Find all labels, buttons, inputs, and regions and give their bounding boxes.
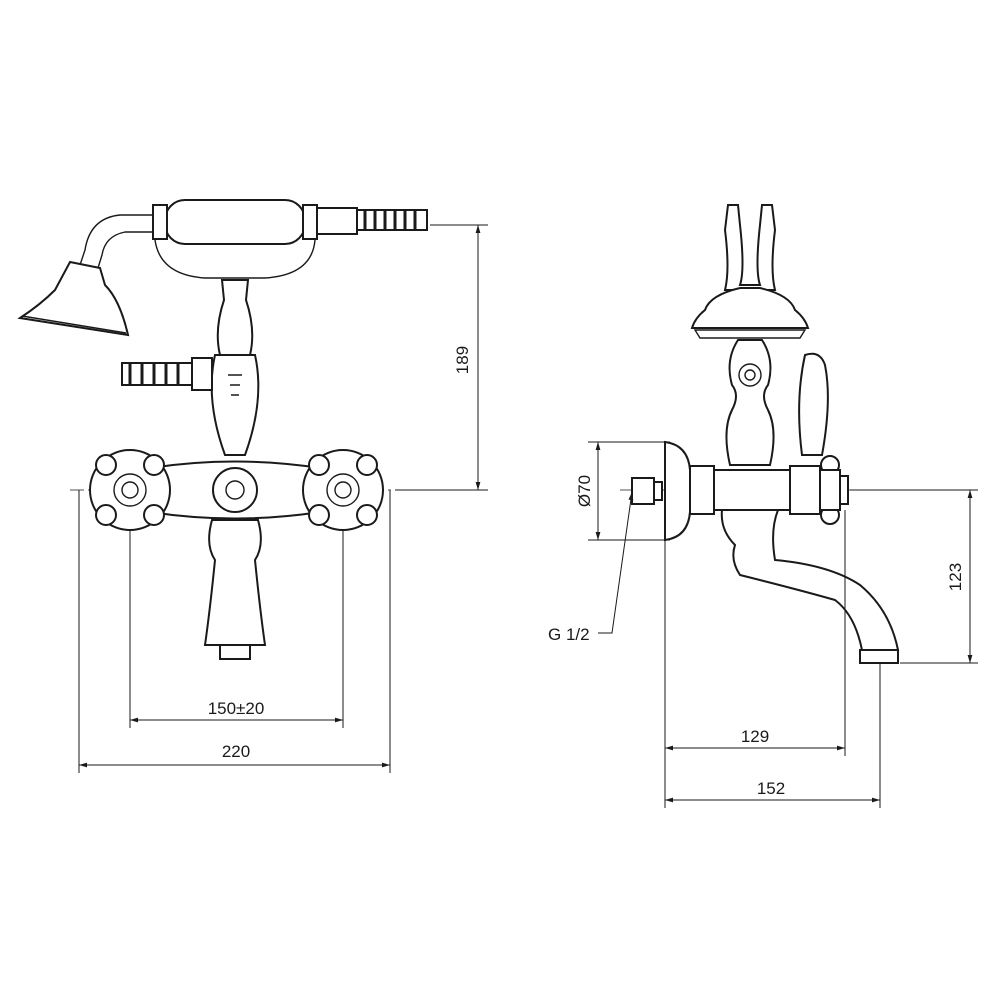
body-side — [713, 469, 791, 511]
wall-plate-side — [664, 440, 691, 542]
shower-head-side — [690, 287, 810, 329]
spout-front — [203, 519, 267, 646]
dim-189: 189 — [453, 346, 472, 374]
dim-220: 220 — [222, 742, 250, 761]
side-view: Ø70 G 1/2 123 129 152 — [548, 204, 978, 808]
cradle-stem — [210, 279, 260, 456]
thread-label: G 1/2 — [548, 625, 590, 644]
stem-side — [725, 339, 775, 466]
dim-152: 152 — [757, 779, 785, 798]
hose-ribbed — [356, 209, 428, 231]
cradle-side — [723, 204, 777, 291]
front-view: 189 150±20 220 — [17, 199, 488, 773]
hex-nut — [689, 465, 715, 515]
shower-head — [17, 214, 160, 337]
dim-diameter-70: Ø70 — [575, 475, 594, 507]
dim-123: 123 — [946, 563, 965, 591]
diverter-knob — [212, 467, 258, 513]
lever-handle — [798, 352, 829, 456]
handle-left — [89, 449, 171, 531]
shower-handle — [152, 199, 428, 279]
dim-129: 129 — [741, 727, 769, 746]
inlet-connector — [631, 477, 655, 505]
handle-right — [302, 449, 384, 531]
spout-side — [720, 509, 900, 651]
dim-150: 150±20 — [208, 699, 265, 718]
hose-outlet — [121, 357, 213, 391]
